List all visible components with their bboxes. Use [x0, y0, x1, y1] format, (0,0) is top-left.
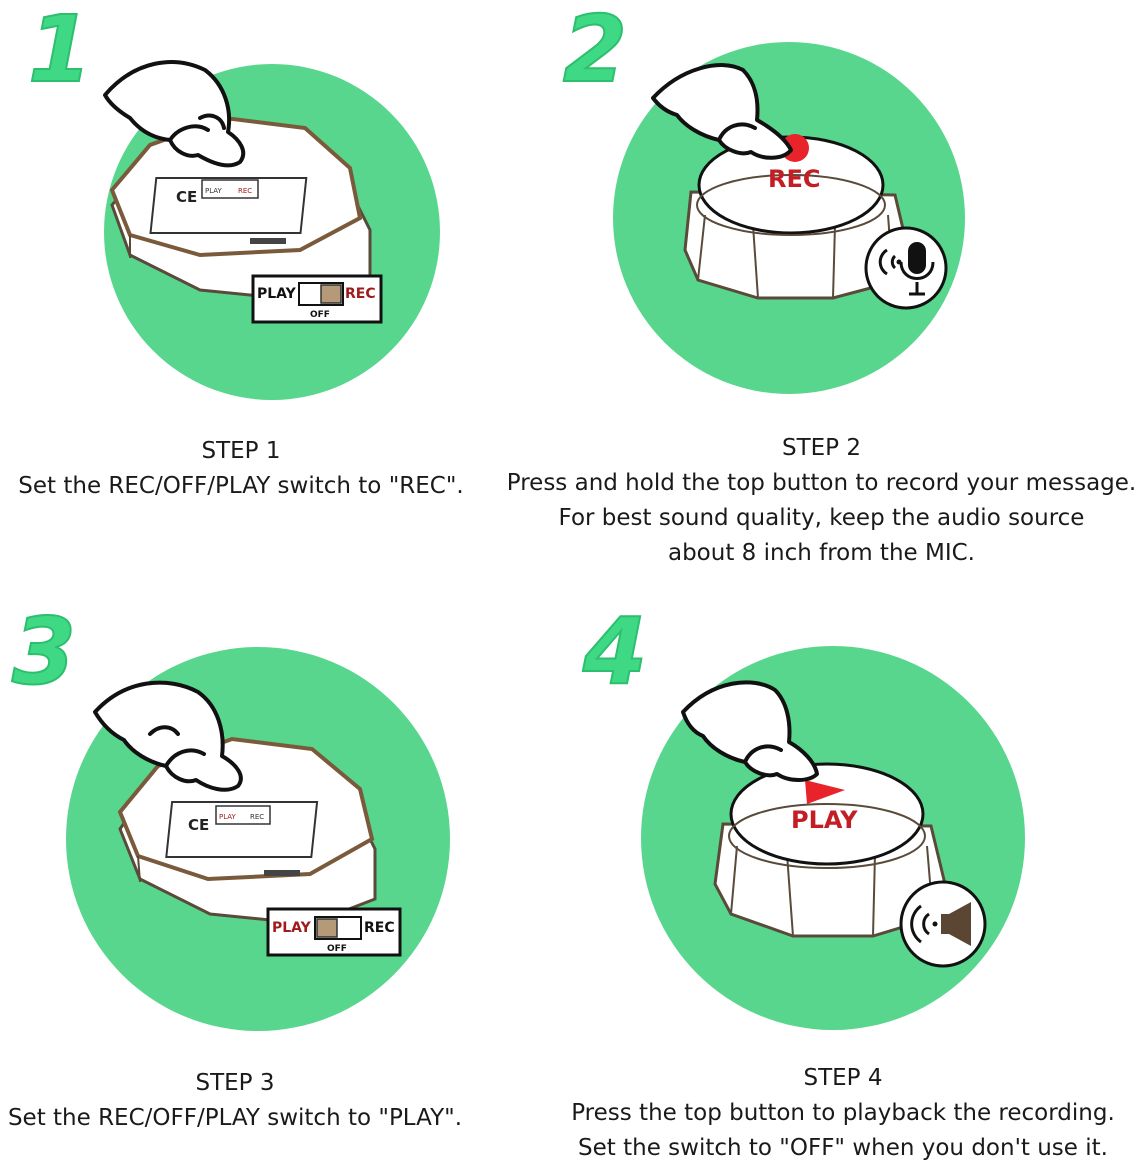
step-2-caption: STEP 2 Press and hold the top button to …	[493, 431, 1146, 571]
hand-icon	[93, 680, 243, 792]
step-1-line-1: Set the REC/OFF/PLAY switch to "REC".	[18, 473, 464, 499]
small-switch-play: PLAY	[219, 813, 237, 821]
switch-off-label: OFF	[327, 944, 347, 954]
rec-off-play-switch: PLAY REC OFF	[251, 274, 383, 324]
hand-icon	[681, 680, 819, 782]
rec-off-play-switch: PLAY REC OFF	[266, 907, 402, 957]
mic-badge	[864, 226, 948, 310]
hand-icon	[103, 60, 246, 168]
label-plate	[149, 177, 308, 234]
microphone-icon	[878, 242, 935, 296]
speaker-icon	[910, 902, 971, 946]
step-number-2: 2	[562, 0, 628, 103]
switch-knob	[316, 918, 338, 938]
small-switch-play: PLAY	[205, 187, 223, 195]
step-4-title: STEP 4	[803, 1065, 883, 1091]
step-3-line-1: Set the REC/OFF/PLAY switch to "PLAY".	[7, 1105, 463, 1131]
switch-off-label: OFF	[310, 310, 330, 320]
step-2: 2 REC STEP 2 Press and hold the top butt…	[507, 0, 1146, 584]
switch-rec-label: REC	[345, 286, 376, 302]
step-4-line-1: Press the top button to playback the rec…	[571, 1100, 1115, 1126]
play-triangle-icon	[805, 780, 845, 804]
label-plate	[165, 801, 319, 858]
step-1: 1 CE PLAY REC PLAY REC OFF STEP 1 Se	[0, 0, 573, 584]
rec-button-label: REC	[768, 165, 821, 193]
step-4-illustration: PLAY	[641, 646, 1025, 1030]
step-3-caption: STEP 3 Set the REC/OFF/PLAY switch to "P…	[0, 1066, 470, 1136]
step-2-title: STEP 2	[782, 435, 861, 461]
step-number-4: 4	[582, 598, 648, 705]
step-4-line-2: Set the switch to "OFF" when you don't u…	[578, 1135, 1108, 1161]
step-3: 3 CE PLAY REC PLAY REC OFF STEP 3 Set th…	[0, 584, 573, 1168]
play-button-label: PLAY	[791, 806, 858, 834]
switch-play-label: PLAY	[272, 920, 312, 936]
step-1-caption: STEP 1 Set the REC/OFF/PLAY switch to "R…	[0, 434, 482, 504]
step-3-title: STEP 3	[195, 1070, 275, 1096]
switch-play-label: PLAY	[257, 286, 297, 302]
top-button	[729, 762, 925, 866]
step-2-line-3: about 8 inch from the MIC.	[667, 540, 975, 566]
step-2-line-2: For best sound quality, keep the audio s…	[558, 505, 1085, 531]
step-3-illustration: CE PLAY REC PLAY REC OFF	[66, 647, 450, 1031]
hand-icon	[651, 63, 793, 160]
ce-mark: CE	[188, 816, 209, 834]
step-2-line-1: Press and hold the top button to record …	[506, 470, 1137, 496]
step-4-caption: STEP 4 Press the top button to playback …	[563, 1061, 1123, 1166]
small-switch-rec: REC	[238, 187, 252, 195]
step-number-1: 1	[27, 0, 93, 103]
ce-mark: CE	[176, 188, 197, 206]
step-4: 4 PLAY STEP 4 Press the top button to pl…	[571, 584, 1146, 1168]
step-number-3: 3	[11, 598, 77, 705]
step-2-illustration: REC	[613, 42, 965, 394]
switch-knob	[320, 284, 342, 304]
switch-rec-label: REC	[364, 920, 395, 936]
small-switch-rec: REC	[250, 813, 264, 821]
step-1-title: STEP 1	[201, 438, 281, 464]
step-1-illustration: CE PLAY REC PLAY REC OFF	[103, 60, 440, 400]
